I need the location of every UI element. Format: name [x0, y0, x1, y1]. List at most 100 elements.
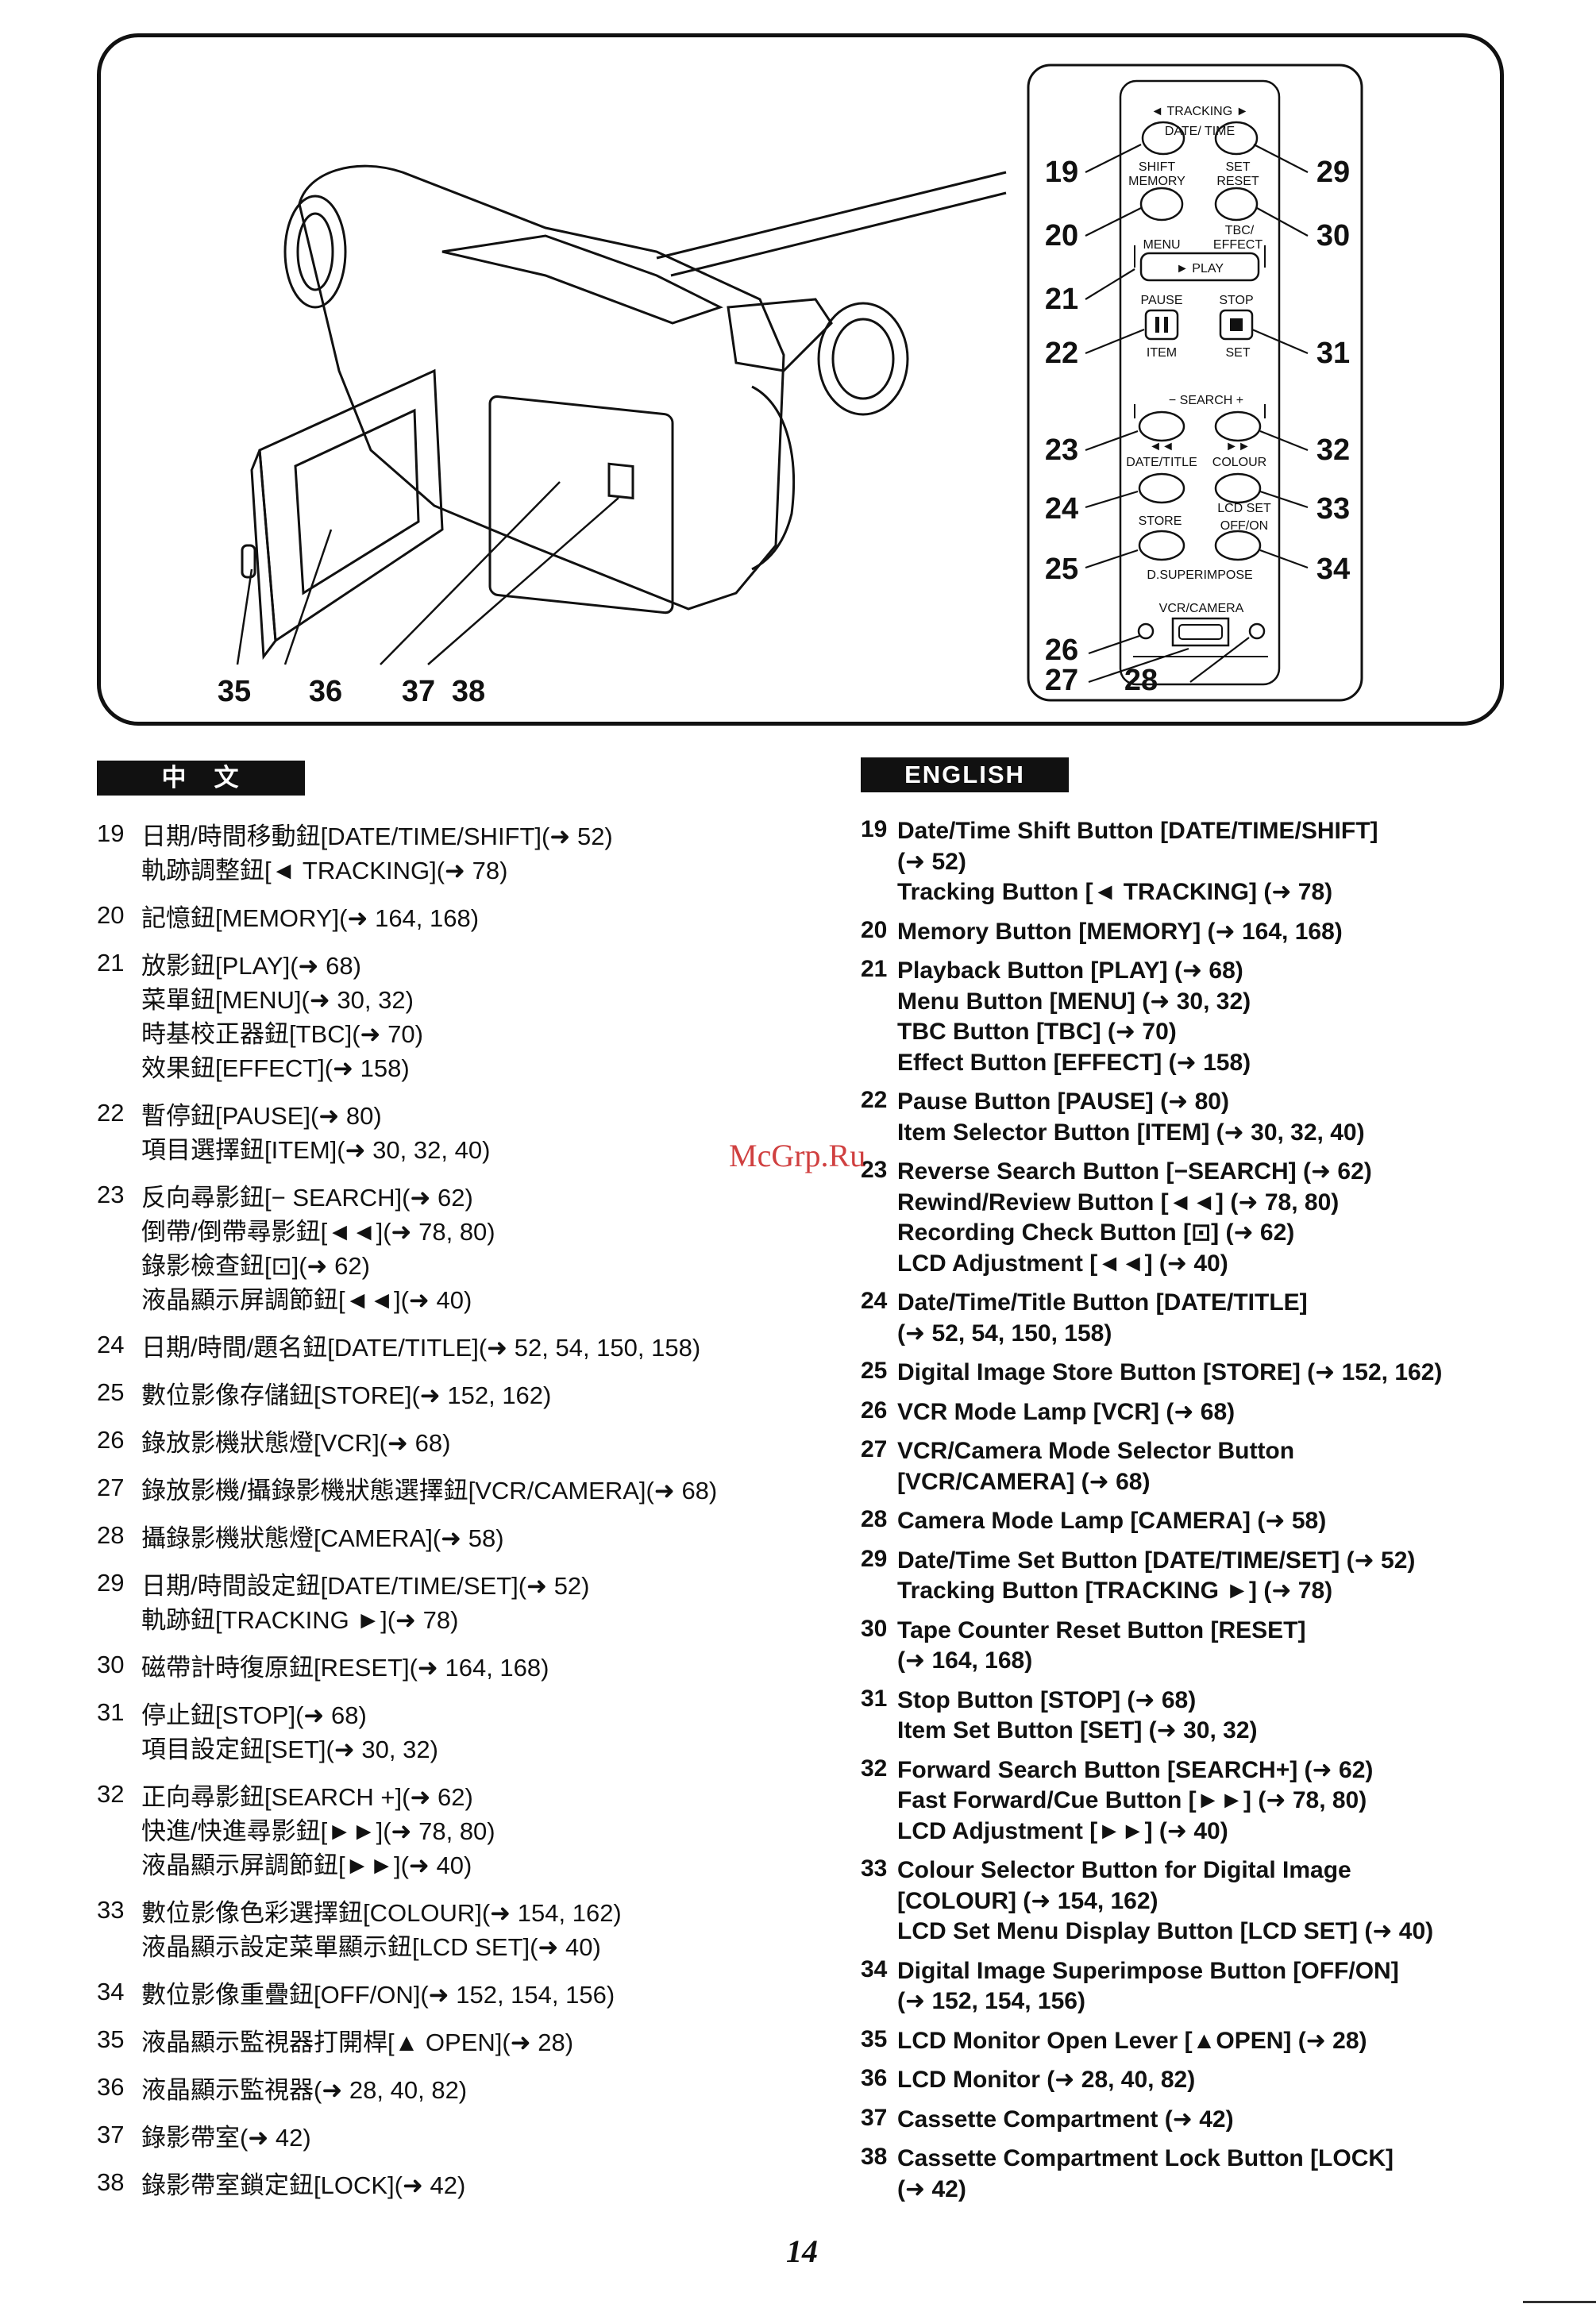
legend-text: Cassette Compartment Lock Button [LOCK] [897, 2145, 1394, 2171]
legend-text: (➜ 42) [897, 2175, 966, 2202]
panel-label-store: STORE [1139, 514, 1182, 528]
legend-text: LCD Monitor (➜ 28, 40, 82) [897, 2067, 1196, 2093]
legend-text: 正向尋影鈕[SEARCH +](➜ 62) [141, 1783, 473, 1811]
legend-text: 液晶顯示設定菜單顯示鈕[LCD SET](➜ 40) [141, 1933, 601, 1961]
panel-label-effect: EFFECT [1213, 238, 1263, 252]
callout-30: 30 [1317, 219, 1350, 252]
legend-text: 錄影帶室鎖定鈕[LOCK](➜ 42) [141, 2171, 466, 2199]
legend-text: 軌跡鈕[TRACKING ►](➜ 78) [141, 1606, 459, 1634]
legend-number: 29 [97, 1569, 125, 1597]
legend-text: 暫停鈕[PAUSE](➜ 80) [141, 1102, 382, 1130]
legend-text: Digital Image Superimpose Button [OFF/ON… [897, 1957, 1399, 1984]
colour-button [1214, 472, 1262, 504]
callout-32: 32 [1317, 433, 1350, 467]
legend-text: 快進/快進尋影鈕[►►](➜ 78, 80) [141, 1817, 495, 1845]
legend-number: 31 [97, 1698, 125, 1726]
legend-number: 38 [861, 2144, 888, 2170]
legend-text: 數位影像重疊鈕[OFF/ON](➜ 152, 154, 156) [141, 1981, 615, 2009]
legend-text: TBC Button [TBC] (➜ 70) [897, 1019, 1177, 1045]
callout-36: 36 [309, 675, 342, 708]
legend-number: 33 [861, 1855, 888, 1882]
chinese-section-header: 中 文 [97, 761, 305, 796]
legend-text: 放影鈕[PLAY](➜ 68) [141, 952, 361, 980]
legend-text: 數位影像色彩選擇鈕[COLOUR](➜ 154, 162) [141, 1899, 622, 1927]
legend-number: 28 [97, 1521, 125, 1549]
panel-label-vcr-camera: VCR/CAMERA [1159, 602, 1244, 615]
page-number: 14 [786, 2233, 818, 2269]
legend-number: 35 [97, 2025, 125, 2053]
legend-text: Pause Button [PAUSE] (➜ 80) [897, 1088, 1229, 1115]
legend-number: 23 [861, 1157, 888, 1183]
callout-33: 33 [1317, 492, 1350, 526]
legend-text: 反向尋影鈕[− SEARCH](➜ 62) [141, 1184, 473, 1212]
legend-text: [VCR/CAMERA] (➜ 68) [897, 1468, 1151, 1495]
panel-label-tracking: ◄ TRACKING ► [1151, 105, 1249, 118]
legend-number: 32 [97, 1780, 125, 1808]
legend-text: Colour Selector Button for Digital Image [897, 1857, 1351, 1883]
legend-text: 數位影像存儲鈕[STORE](➜ 152, 162) [141, 1381, 552, 1409]
callout-34: 34 [1317, 553, 1350, 586]
legend-number: 30 [97, 1651, 125, 1678]
panel-label-off-on: OFF/ON [1220, 519, 1268, 533]
callout-38: 38 [452, 675, 485, 708]
legend-text: Item Set Button [SET] (➜ 30, 32) [897, 1717, 1258, 1743]
legend-text: Tape Counter Reset Button [RESET] [897, 1616, 1306, 1643]
callout-24: 24 [1045, 492, 1078, 526]
callout-19: 19 [1045, 156, 1078, 189]
camcorder-illustration: 35 36 37 38 ◄ TRACKING ► DATE/ TIME SHIF… [218, 64, 1363, 708]
legend-text: 日期/時間移動鈕[DATE/TIME/SHIFT](➜ 52) [141, 823, 613, 850]
legend-text: Tracking Button [◄ TRACKING] (➜ 78) [897, 879, 1333, 905]
panel-label-play: ► PLAY [1176, 262, 1224, 275]
legend-text: 錄放影機狀態燈[VCR](➜ 68) [141, 1429, 451, 1457]
viewfinder [727, 298, 833, 372]
vcr-lamp [1137, 622, 1155, 640]
panel-label-pause: PAUSE [1140, 294, 1182, 307]
panel-label-d-superimpose: D.SUPERIMPOSE [1147, 568, 1252, 582]
panel-label-colour: COLOUR [1212, 456, 1266, 469]
legend-number: 27 [97, 1474, 125, 1501]
legend-text: (➜ 164, 168) [897, 1647, 1033, 1674]
legend-text: 錄影帶室(➜ 42) [141, 2124, 311, 2152]
legend-entry: 35 液晶顯示監視器打開桿[▲ OPEN](➜ 28) [97, 2025, 811, 2059]
legend-number: 21 [861, 956, 888, 982]
legend-text: Digital Image Store Button [STORE] (➜ 15… [897, 1359, 1443, 1385]
callout-28: 28 [1124, 664, 1158, 697]
legend-text: (➜ 52) [897, 848, 966, 875]
panel-label-set2: SET [1225, 346, 1250, 360]
legend-number: 33 [97, 1896, 125, 1924]
legend-text: Cassette Compartment (➜ 42) [897, 2106, 1234, 2133]
corner-rule [1523, 2301, 1596, 2303]
legend-number: 25 [861, 1358, 888, 1384]
legend-text: 錄影檢查鈕[⊡](➜ 62) [141, 1252, 370, 1280]
legend-text: Stop Button [STOP] (➜ 68) [897, 1686, 1197, 1713]
panel-label-date-time: DATE/ TIME [1165, 125, 1235, 138]
panel-label-reset: RESET [1216, 175, 1259, 188]
superimpose-button [1214, 530, 1262, 561]
legend-text: Date/Time/Title Button [DATE/TITLE] [897, 1289, 1308, 1316]
legend-number: 26 [97, 1426, 125, 1454]
legend-number: 20 [861, 916, 888, 943]
legend-text: 液晶顯示監視器打開桿[▲ OPEN](➜ 28) [141, 2029, 574, 2056]
camera-lamp [1248, 622, 1266, 640]
legend-text: VCR Mode Lamp [VCR] (➜ 68) [897, 1398, 1236, 1425]
callout-29: 29 [1317, 156, 1350, 189]
legend-number: 19 [97, 819, 125, 847]
button-panel: ◄ TRACKING ► DATE/ TIME SHIFT SET MEMORY… [1027, 64, 1363, 702]
